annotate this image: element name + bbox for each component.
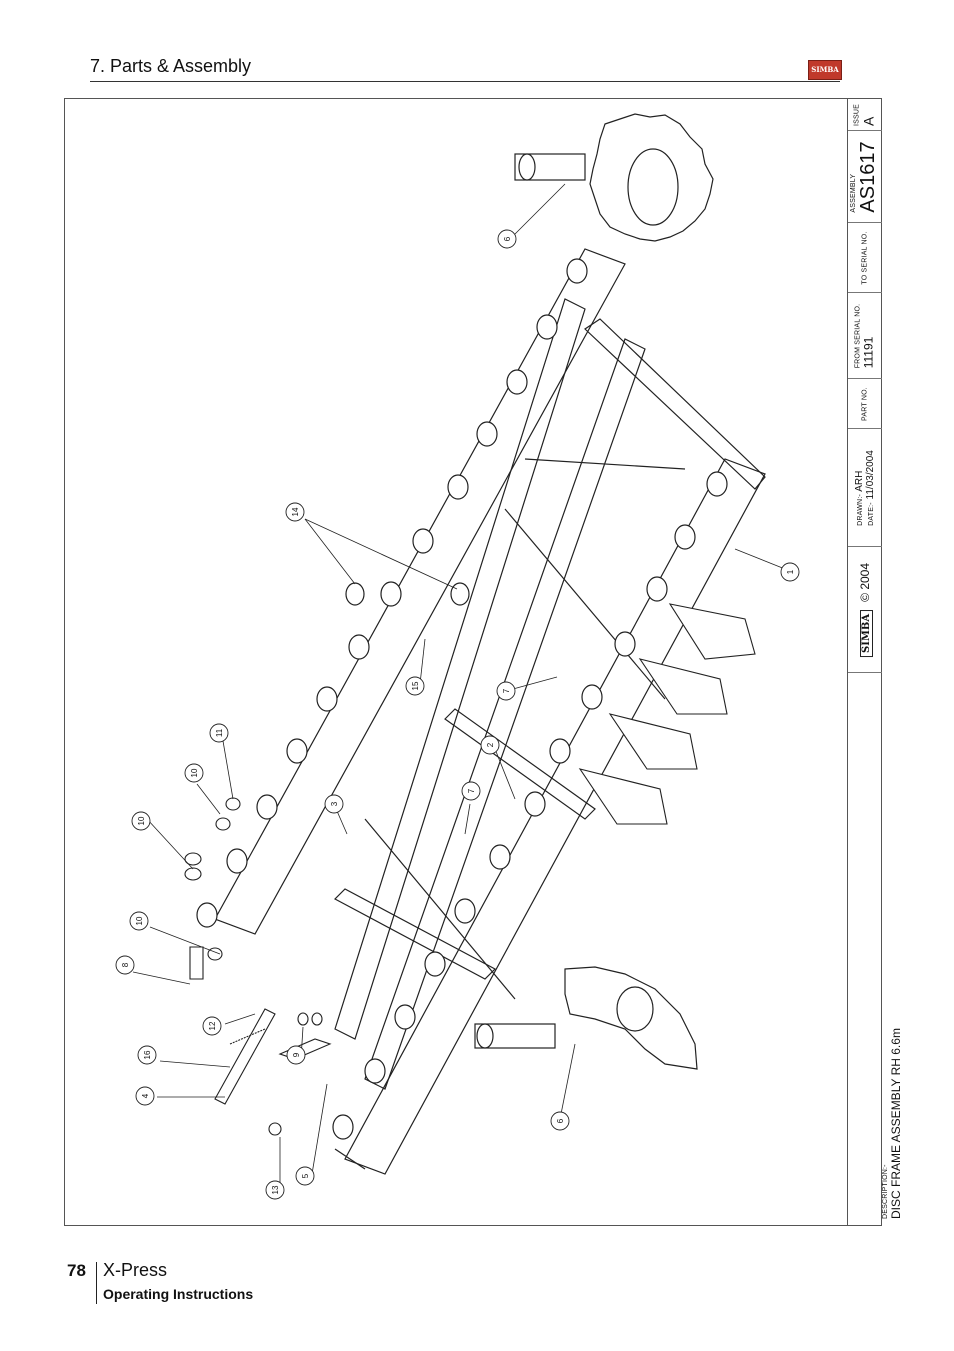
assembly-label: ASSEMBLY [850, 173, 857, 213]
issue-cell: ISSUE A [848, 99, 882, 131]
callout-6b: 6 [556, 1118, 565, 1123]
copyright-text: © 2004 [858, 562, 872, 602]
issue-label: ISSUE [853, 103, 861, 126]
callout-15: 15 [411, 681, 420, 690]
frame-brace-2 [364, 818, 516, 1000]
footer-divider [96, 1262, 97, 1304]
titleblock-logo: SIMBA [860, 609, 873, 657]
assembly-drawing: 1 2 3 4 5 6 6 7 7 8 9 10 10 10 11 12 13 … [115, 113, 800, 1200]
disc-top [589, 113, 714, 242]
callout-16: 16 [143, 1050, 152, 1059]
scraper-blade-4 [578, 768, 668, 825]
drawing-frame [64, 98, 882, 1226]
callout-10a: 10 [135, 916, 144, 925]
drawn-label: DRAWN:- [857, 493, 864, 526]
description-cell: DESCRIPTION:- DISC FRAME ASSEMBLY RH 6.6… [848, 673, 903, 1225]
frame-diagonal-2 [364, 338, 646, 1090]
frame-brace-1 [504, 508, 666, 700]
page-number: 78 [67, 1261, 86, 1280]
assembly-value: AS1617 [857, 140, 879, 213]
document-subtitle: Operating Instructions [103, 1286, 254, 1302]
frame-cross-1 [584, 318, 766, 490]
callout-7a: 7 [502, 688, 511, 693]
assembly-cell: ASSEMBLY AS1617 [848, 131, 882, 223]
bolt [189, 946, 204, 980]
from-serial-value: 11191 [861, 336, 876, 368]
callout-7b: 7 [467, 788, 476, 793]
section-title: 7. Parts & Assembly [90, 56, 252, 76]
frame-diagonal [334, 298, 586, 1040]
callout-6a: 6 [503, 236, 512, 241]
frame-cross-2 [524, 458, 686, 470]
frame-beam-front [214, 248, 626, 935]
issue-value: A [860, 116, 877, 126]
drawbar [214, 1008, 276, 1105]
to-serial-label: TO SERIAL NO. [861, 230, 869, 285]
callout-4: 4 [141, 1093, 150, 1098]
disc-bottom [564, 966, 698, 1070]
callout-12: 12 [208, 1021, 217, 1030]
part-no-cell: PART NO. [848, 379, 882, 429]
scraper-blade-3 [608, 713, 698, 770]
product-name: X-Press [103, 1260, 168, 1280]
scraper-blade-1 [668, 603, 756, 660]
callout-2: 2 [486, 742, 495, 747]
header-rule [90, 81, 840, 82]
title-block: ISSUE A ASSEMBLY AS1617 TO SERIAL NO. FR… [847, 99, 903, 1225]
callout-3: 3 [330, 801, 339, 806]
to-serial-cell: TO SERIAL NO. [848, 223, 882, 293]
drawn-cell: DRAWN:- ARH DATE:- 11/03/2004 [848, 429, 882, 547]
description-value: DISC FRAME ASSEMBLY RH 6.6m [889, 1028, 903, 1219]
date-label: DATE:- [868, 501, 875, 526]
frame-cross-3 [444, 708, 596, 820]
callout-5: 5 [301, 1173, 310, 1178]
spring [229, 1028, 266, 1045]
part-no-label: PART NO. [861, 386, 869, 421]
drawn-value: ARH [854, 470, 865, 492]
callout-8: 8 [121, 962, 130, 967]
callout-10b: 10 [190, 768, 199, 777]
callout-13: 13 [271, 1185, 280, 1194]
callout-1: 1 [786, 569, 795, 574]
from-serial-cell: FROM SERIAL NO. 11191 [848, 293, 882, 379]
frame-beam-side [334, 1148, 366, 1170]
from-serial-label: FROM SERIAL NO. [854, 303, 862, 368]
scraper-blade-2 [638, 658, 728, 715]
callout-9: 9 [292, 1052, 301, 1057]
copyright-cell: SIMBA © 2004 [848, 547, 882, 673]
callout-11: 11 [215, 728, 224, 737]
date-value: 11/03/2004 [865, 449, 876, 499]
description-label: DESCRIPTION:- [882, 1164, 889, 1219]
simba-logo: SIMBA [808, 60, 842, 80]
callout-14: 14 [291, 507, 300, 516]
callout-10c: 10 [137, 816, 146, 825]
